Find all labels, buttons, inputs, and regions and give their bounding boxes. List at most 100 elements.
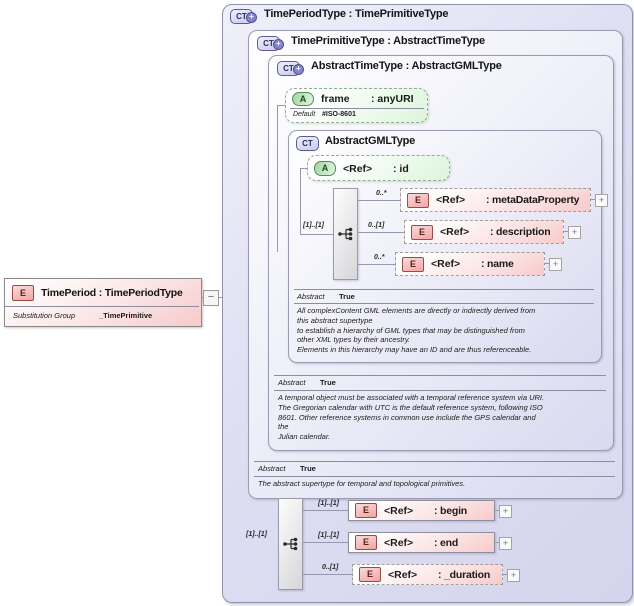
- abstract-label: Abstract: [278, 378, 306, 387]
- ct-glyph: CT: [302, 139, 313, 148]
- element-name: <Ref>: [431, 258, 461, 270]
- sequence-icon: [282, 537, 297, 551]
- divider: [294, 289, 594, 290]
- complextype-title: AbstractGMLType: [325, 135, 416, 147]
- sequence-indicator: [278, 498, 303, 590]
- element-box-name[interactable]: E <Ref> : name: [395, 252, 545, 276]
- connector-line: [300, 234, 333, 235]
- expand-button[interactable]: +: [499, 537, 512, 550]
- divider: [5, 306, 199, 307]
- element-name: <Ref>: [384, 504, 414, 517]
- element-box-begin[interactable]: E <Ref> : begin: [348, 500, 495, 521]
- element-header: E TimePeriod : TimePeriodType: [5, 279, 201, 306]
- substitution-group-label: Substitution Group: [13, 311, 76, 320]
- divider: [290, 108, 424, 109]
- connector-line: [495, 542, 499, 543]
- default-label: Default: [293, 111, 316, 118]
- default-value: #ISO-8601: [322, 111, 356, 118]
- complextype-icon: CT +: [277, 61, 304, 76]
- connector-line: [277, 105, 285, 106]
- connector-line: [358, 264, 395, 265]
- element-icon: E: [411, 224, 433, 240]
- complextype-icon: CT +: [230, 9, 257, 24]
- expand-button[interactable]: +: [568, 226, 581, 239]
- element-box-timeperiod[interactable]: E TimePeriod : TimePeriodType Substituti…: [4, 278, 202, 327]
- occurrence-label: [1]..[1]: [246, 531, 267, 538]
- element-name: <Ref>: [384, 536, 414, 549]
- connector-line: [303, 574, 352, 575]
- abstract-value: True: [320, 378, 336, 387]
- connector-line: [503, 574, 507, 575]
- element-box-duration[interactable]: E <Ref> : _duration: [352, 564, 503, 585]
- occurrence-label: [1]..[1]: [318, 500, 339, 507]
- documentation-text: All complexContent GML elements are dire…: [297, 306, 536, 355]
- connector-trunk: [300, 168, 301, 235]
- attribute-name: <Ref>: [343, 162, 373, 175]
- ct-glyph: CT: [263, 39, 274, 48]
- complextype-icon: CT +: [257, 36, 284, 51]
- complextype-title: AbstractTimeType : AbstractGMLType: [311, 60, 502, 72]
- connector-line: [358, 232, 404, 233]
- attribute-icon: A: [292, 92, 314, 106]
- element-icon: E: [402, 256, 424, 272]
- expand-button[interactable]: +: [549, 258, 562, 271]
- element-name: <Ref>: [436, 194, 466, 206]
- occurrence-label: 0..[1]: [368, 222, 385, 229]
- connector-line: [564, 231, 568, 232]
- element-name: <Ref>: [440, 226, 470, 238]
- attribute-name: frame: [321, 93, 350, 105]
- attribute-icon: A: [314, 161, 336, 176]
- divider: [294, 303, 594, 304]
- collapse-button[interactable]: −: [203, 290, 219, 306]
- attribute-box-id[interactable]: A <Ref> : id: [307, 155, 450, 181]
- documentation-text: A temporal object must be associated wit…: [278, 393, 545, 442]
- element-name: <Ref>: [388, 568, 418, 581]
- element-icon: E: [407, 192, 429, 208]
- connector-line: [545, 263, 549, 264]
- occurrence-label: 0..*: [374, 254, 385, 261]
- element-icon: E: [12, 284, 34, 301]
- divider: [254, 476, 615, 477]
- connector-line: [300, 168, 307, 169]
- abstract-value: True: [339, 292, 355, 301]
- abstract-label: Abstract: [297, 292, 325, 301]
- occurrence-label: 0..*: [376, 190, 387, 197]
- element-icon: E: [355, 535, 377, 550]
- abstract-value: True: [300, 464, 316, 473]
- element-type: : metaDataProperty: [486, 194, 580, 206]
- connector-line: [591, 199, 595, 200]
- divider: [254, 461, 615, 462]
- complextype-icon: CT: [296, 136, 319, 151]
- occurrence-label: [1]..[1]: [303, 222, 324, 229]
- ct-glyph: CT: [283, 64, 294, 73]
- element-box-metadataproperty[interactable]: E <Ref> : metaDataProperty: [400, 188, 591, 212]
- derived-plus-icon: +: [273, 39, 284, 50]
- expand-button[interactable]: +: [499, 505, 512, 518]
- substitution-group-value: _TimePrimitive: [99, 311, 153, 320]
- documentation-text: The abstract supertype for temporal and …: [258, 479, 466, 488]
- connector-trunk: [277, 105, 278, 252]
- abstract-label: Abstract: [258, 464, 286, 473]
- element-box-description[interactable]: E <Ref> : description: [404, 220, 564, 244]
- element-box-end[interactable]: E <Ref> : end: [348, 532, 495, 553]
- connector-line: [303, 542, 348, 543]
- element-type: : description: [490, 226, 551, 238]
- connector-line: [358, 200, 400, 201]
- attribute-box-frame[interactable]: A frame : anyURI Default #ISO-8601: [285, 88, 428, 123]
- element-title: TimePeriod : TimePeriodType: [41, 286, 183, 299]
- connector-line: [495, 510, 499, 511]
- ct-glyph: CT: [236, 12, 247, 21]
- sequence-icon: [337, 227, 352, 241]
- element-type: : _duration: [438, 568, 491, 581]
- element-icon: E: [355, 503, 377, 518]
- sequence-indicator: [333, 188, 358, 280]
- expand-button[interactable]: +: [507, 569, 520, 582]
- attribute-header: A frame : anyURI: [286, 89, 427, 106]
- attribute-type: : anyURI: [371, 93, 414, 105]
- attribute-type: : id: [393, 162, 409, 175]
- derived-plus-icon: +: [246, 12, 257, 23]
- expand-button[interactable]: +: [595, 194, 608, 207]
- element-type: : end: [434, 536, 459, 549]
- connector-line: [303, 510, 348, 511]
